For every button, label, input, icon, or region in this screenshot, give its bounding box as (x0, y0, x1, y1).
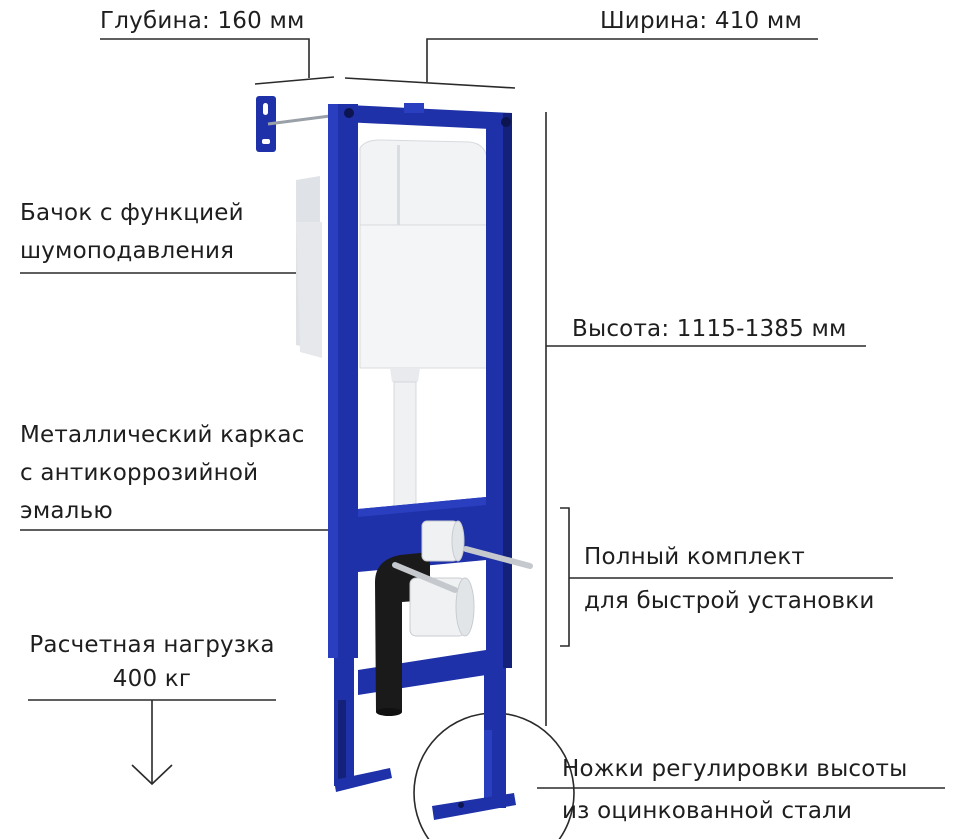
frame-label-line1: Металлический каркас (20, 422, 305, 448)
cistern-label-line2: шумоподавления (20, 238, 235, 264)
depth-leader (100, 38, 310, 78)
wall-bracket (256, 96, 331, 152)
width-leader (426, 38, 818, 82)
drain-assembly (375, 520, 533, 716)
cistern-label-line1: Бачок с функцией (20, 200, 244, 226)
width-dimension-line (344, 77, 516, 89)
legs-label-line2: из оцинкованной стали (562, 798, 853, 824)
frame-label-line3: эмалью (20, 498, 113, 524)
metal-frame (328, 103, 516, 820)
kit-label-line2: для быстрой установки (584, 588, 875, 614)
depth-label: Глубина: 160 мм (100, 8, 305, 34)
down-arrow-icon (131, 764, 173, 786)
frame-label-line2: с антикоррозийной (20, 460, 259, 486)
kit-bracket (560, 507, 570, 647)
kit-label-line1: Полный комплект (584, 544, 806, 570)
load-label-line1: Расчетная нагрузка (29, 632, 275, 658)
legs-label-line1: Ножки регулировки высоты (562, 756, 908, 782)
load-label-line2: 400 кг (112, 666, 192, 692)
width-label: Ширина: 410 мм (600, 8, 802, 34)
cistern (296, 139, 488, 511)
height-label: Высота: 1115-1385 мм (572, 316, 847, 342)
depth-dimension-line (254, 76, 335, 85)
